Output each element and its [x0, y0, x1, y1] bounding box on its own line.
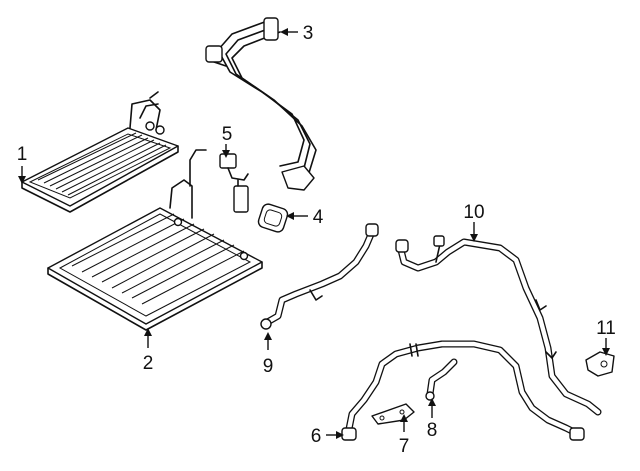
callout-2: 2 — [143, 353, 154, 374]
part-2-large-cooler — [47, 149, 263, 331]
callout-5: 5 — [222, 124, 233, 145]
callout-3: 3 — [303, 23, 314, 44]
callout-4: 4 — [313, 207, 324, 228]
callout-10: 10 — [463, 202, 484, 223]
callout-7: 7 — [399, 436, 410, 457]
callout-labels: 1 2 3 4 5 6 7 8 9 10 11 — [17, 23, 616, 457]
part-1-small-cooler — [21, 91, 179, 213]
part-4-seal — [257, 203, 289, 233]
part-8-small-hose — [425, 358, 458, 401]
part-11-bracket — [585, 351, 615, 377]
callout-11: 11 — [596, 318, 616, 339]
part-9-hose — [260, 223, 379, 330]
part-10-hose-assembly — [395, 235, 602, 416]
callout-9: 9 — [263, 356, 274, 377]
part-7-bracket — [371, 403, 415, 425]
callout-8: 8 — [427, 420, 438, 441]
callout-1: 1 — [17, 144, 28, 165]
part-6-hose — [341, 340, 585, 441]
part-3-tube-assembly — [205, 17, 317, 191]
callout-6: 6 — [311, 426, 322, 447]
callout-leaders — [18, 28, 610, 439]
part-5-bracket — [219, 153, 249, 213]
